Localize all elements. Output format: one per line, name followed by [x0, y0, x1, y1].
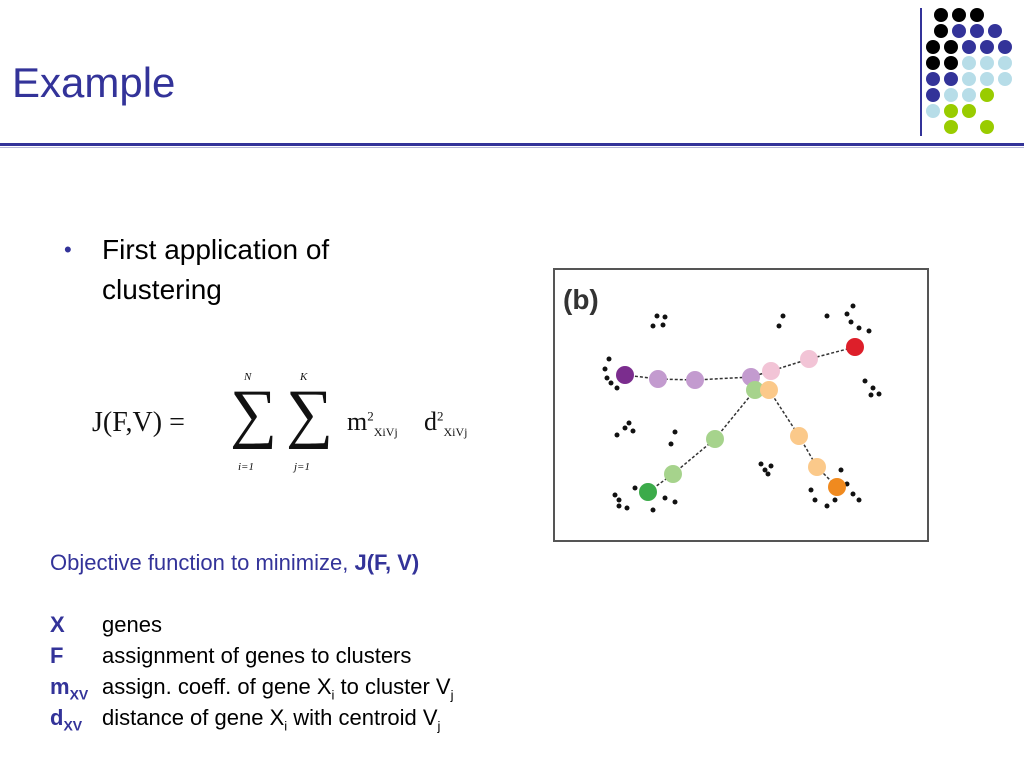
objective-function-name: J(F, V): [354, 550, 420, 575]
centroid-green: [639, 483, 657, 501]
decorative-dot: [980, 56, 994, 70]
decorative-dot: [962, 104, 976, 118]
objective-description: Objective function to minimize, J(F, V): [50, 550, 419, 576]
def-symbol-m: mXV: [50, 674, 89, 703]
centroid-pink-1: [762, 362, 780, 380]
sum-outer-lower: i=1: [238, 461, 254, 473]
decorative-dot: [934, 24, 948, 38]
centroid-lilac-2: [686, 371, 704, 389]
decorative-dot: [926, 104, 940, 118]
decorative-dot: [926, 40, 940, 54]
decorative-vertical-rule: [920, 8, 922, 136]
decorative-dot: [980, 120, 994, 134]
objective-text: Objective function to minimize,: [50, 550, 355, 575]
decorative-dot: [962, 88, 976, 102]
centroid-lightgreen-3: [664, 465, 682, 483]
decorative-dot: [998, 72, 1012, 86]
decorative-dot: [944, 40, 958, 54]
def-text-d: distance of gene Xi with centroid Vj: [102, 705, 441, 734]
slide-title: Example: [12, 59, 176, 106]
decorative-dot: [952, 8, 966, 22]
centroid-pink-2: [800, 350, 818, 368]
centroid-nodes: [616, 338, 864, 501]
centroid-peach-1: [760, 381, 778, 399]
centroid-purple: [616, 366, 634, 384]
centroid-peach-2: [790, 427, 808, 445]
sum-inner-lower: j=1: [294, 461, 310, 473]
decorative-dot: [998, 40, 1012, 54]
decorative-dot: [962, 72, 976, 86]
sum-inner-sigma: ∑: [286, 377, 334, 450]
formula-term-d: d2XiVj: [424, 407, 468, 440]
clustering-figure: (b): [553, 268, 929, 542]
decorative-dot: [926, 56, 940, 70]
formula-term-m: m2XiVj: [347, 407, 398, 440]
centroid-lightgreen-1: [746, 381, 764, 399]
bullet-point: • First application of clustering: [64, 230, 424, 310]
bullet-text: First application of clustering: [102, 234, 330, 305]
bullet-icon: •: [64, 237, 72, 262]
formula-lhs: J(F,V) =: [92, 407, 185, 438]
figure-label: (b): [563, 284, 599, 315]
decorative-dot: [980, 72, 994, 86]
decorative-dot: [970, 8, 984, 22]
decorative-dot: [952, 24, 966, 38]
decorative-dot: [944, 56, 958, 70]
centroid-red: [846, 338, 864, 356]
decorative-dot: [998, 56, 1012, 70]
decorative-dot: [980, 88, 994, 102]
decorative-dot: [944, 120, 958, 134]
centroid-peach-3: [808, 458, 826, 476]
def-symbol-x: X: [50, 612, 65, 637]
def-text-x: genes: [102, 612, 162, 637]
def-symbol-f: F: [50, 643, 64, 668]
def-symbol-d: dXV: [50, 705, 83, 734]
sum-outer-sigma: ∑: [230, 377, 278, 450]
def-text-m: assign. coeff. of gene Xi to cluster Vj: [102, 674, 454, 703]
def-text-f: assignment of genes to clusters: [102, 643, 412, 668]
decorative-dot: [988, 24, 1002, 38]
decorative-dot: [934, 8, 948, 22]
centroid-lilac-1: [649, 370, 667, 388]
centroid-orange: [828, 478, 846, 496]
decorative-dot: [962, 40, 976, 54]
decorative-dot: [926, 88, 940, 102]
scatter-points: [602, 303, 882, 513]
title-underline-shadow: [0, 147, 1024, 148]
centroid-lightgreen-2: [706, 430, 724, 448]
decorative-dot: [944, 72, 958, 86]
decorative-dot: [944, 104, 958, 118]
cluster-diagram: [602, 303, 882, 513]
decorative-dot: [962, 56, 976, 70]
decorative-dot: [944, 88, 958, 102]
decorative-dot: [926, 72, 940, 86]
sum-outer-upper: N: [244, 371, 252, 383]
decorative-dot: [970, 24, 984, 38]
sum-inner-upper: K: [300, 371, 308, 383]
decorative-dot: [980, 40, 994, 54]
title-underline: [0, 143, 1024, 146]
